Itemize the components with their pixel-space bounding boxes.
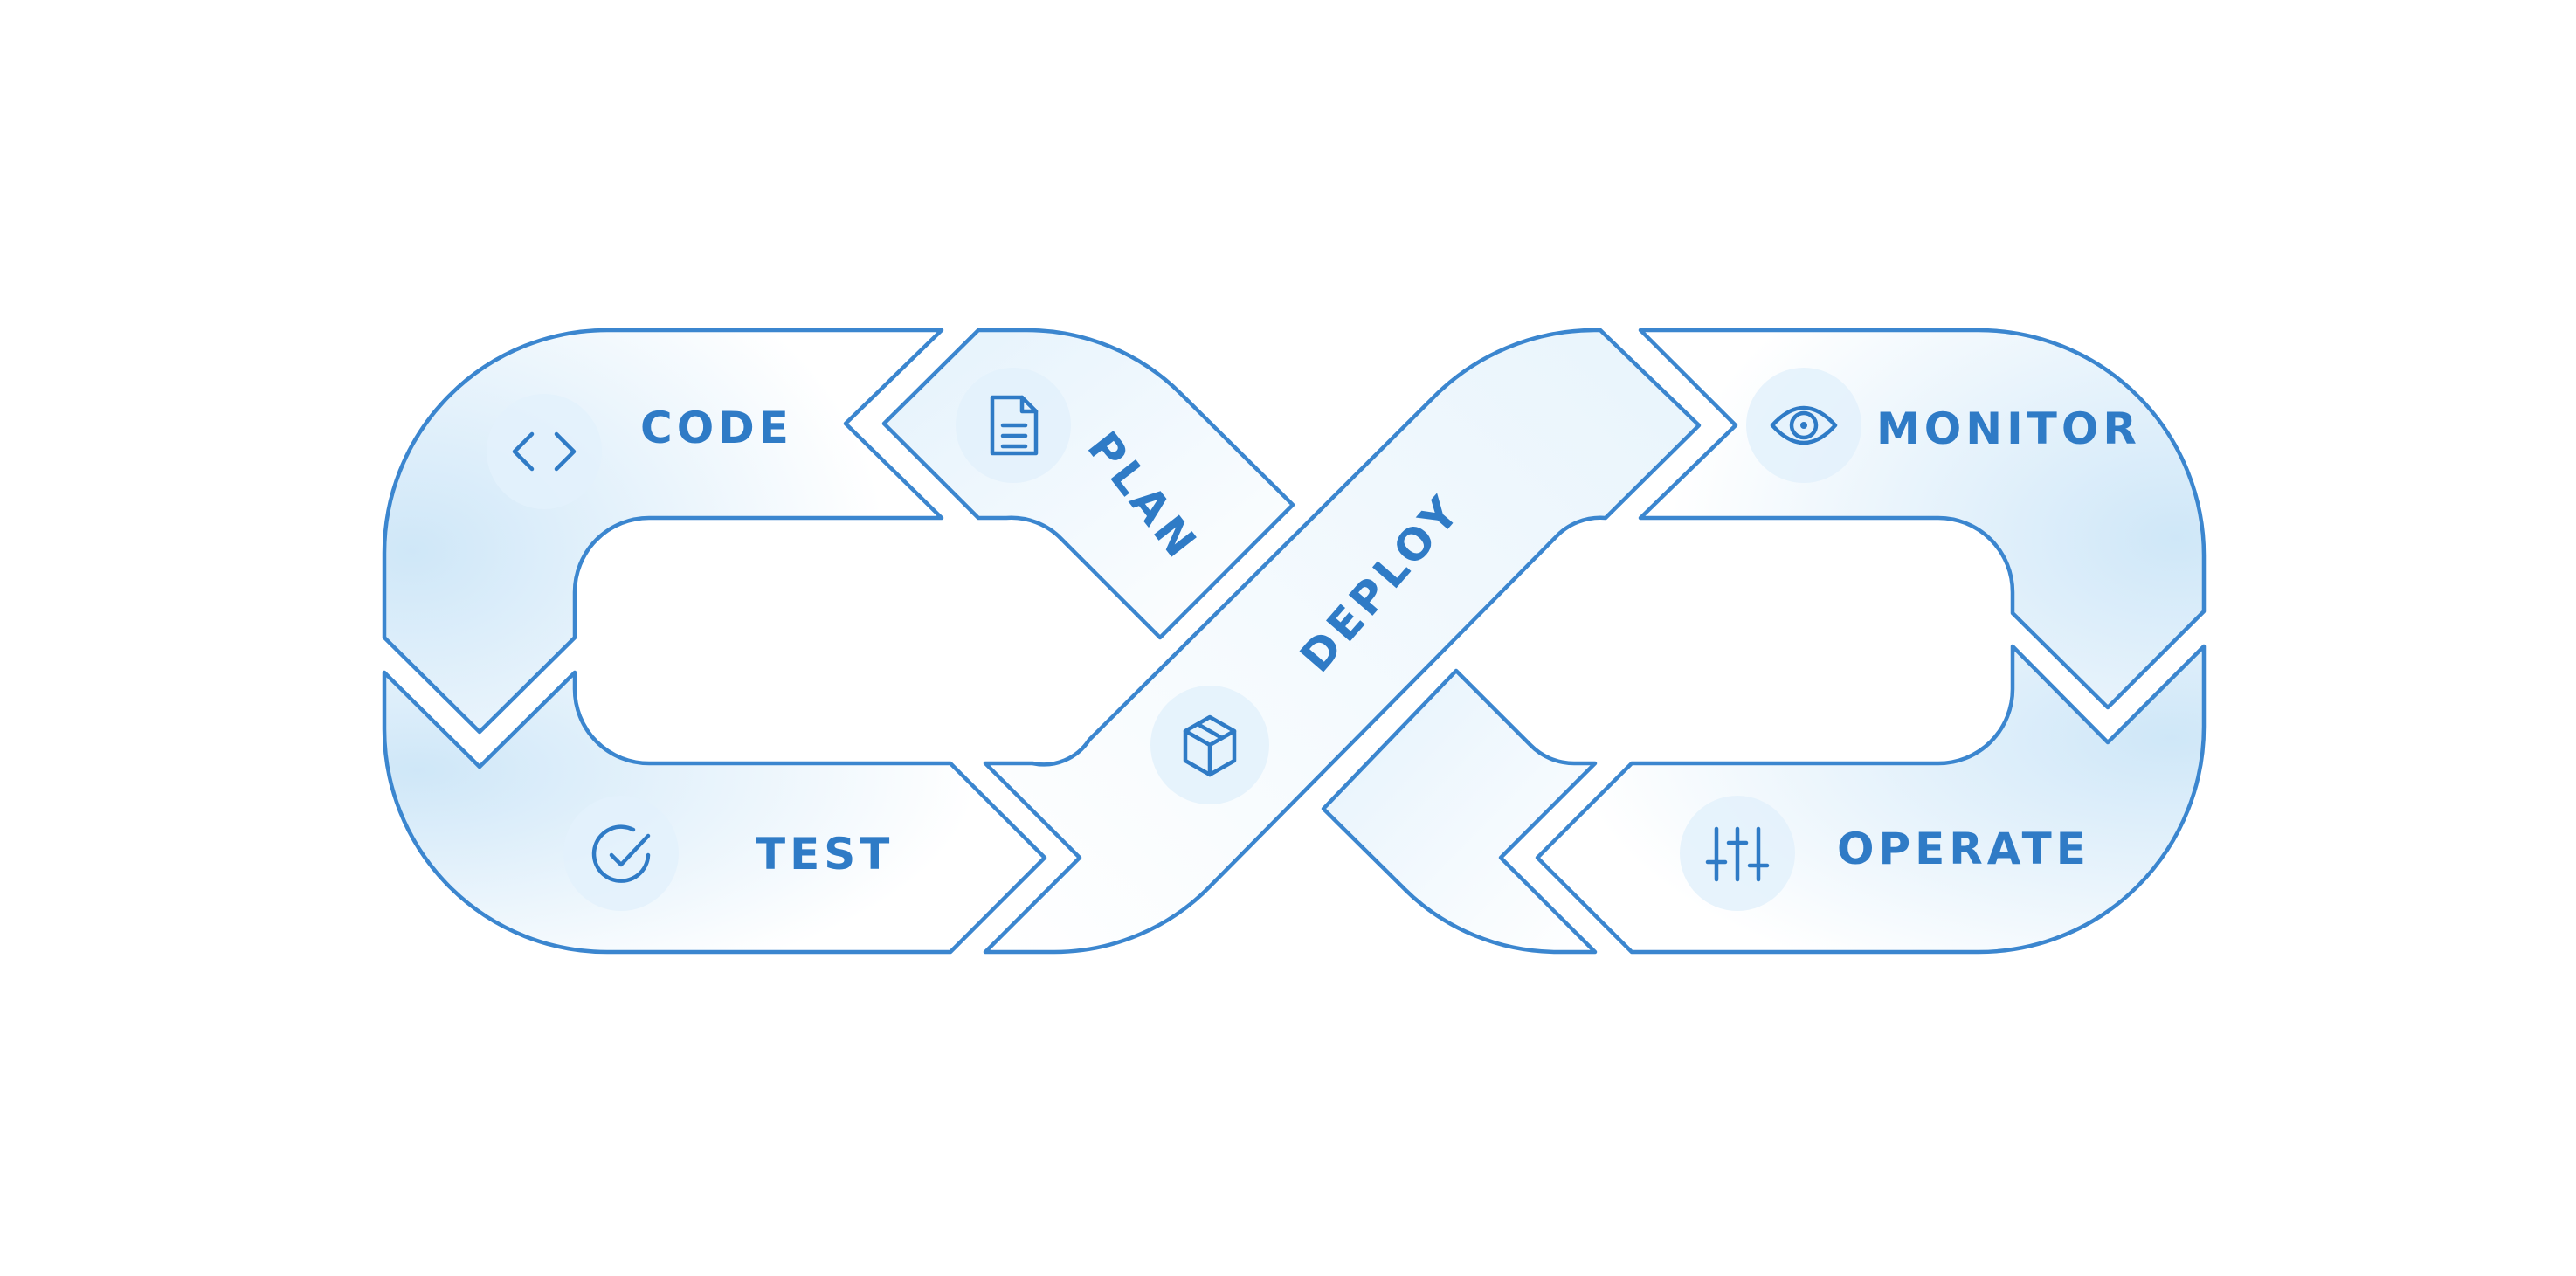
monitor-label: MONITOR <box>1876 403 2141 454</box>
package-box-icon <box>1150 686 1269 804</box>
check-circle-icon <box>563 796 679 911</box>
deploy-segment <box>983 328 1702 955</box>
plan-segment <box>881 328 1295 640</box>
monitor-segment <box>1638 328 2207 710</box>
code-segment <box>382 328 944 735</box>
eye-icon <box>1746 368 1861 483</box>
document-icon <box>956 368 1071 483</box>
operate-link-segment <box>1321 668 1598 955</box>
test-label: TEST <box>756 829 894 879</box>
sliders-icon <box>1680 796 1795 911</box>
operate-label: OPERATE <box>1837 824 2090 874</box>
code-brackets-icon <box>487 394 602 509</box>
test-segment <box>382 670 1047 955</box>
code-label: CODE <box>640 403 793 453</box>
